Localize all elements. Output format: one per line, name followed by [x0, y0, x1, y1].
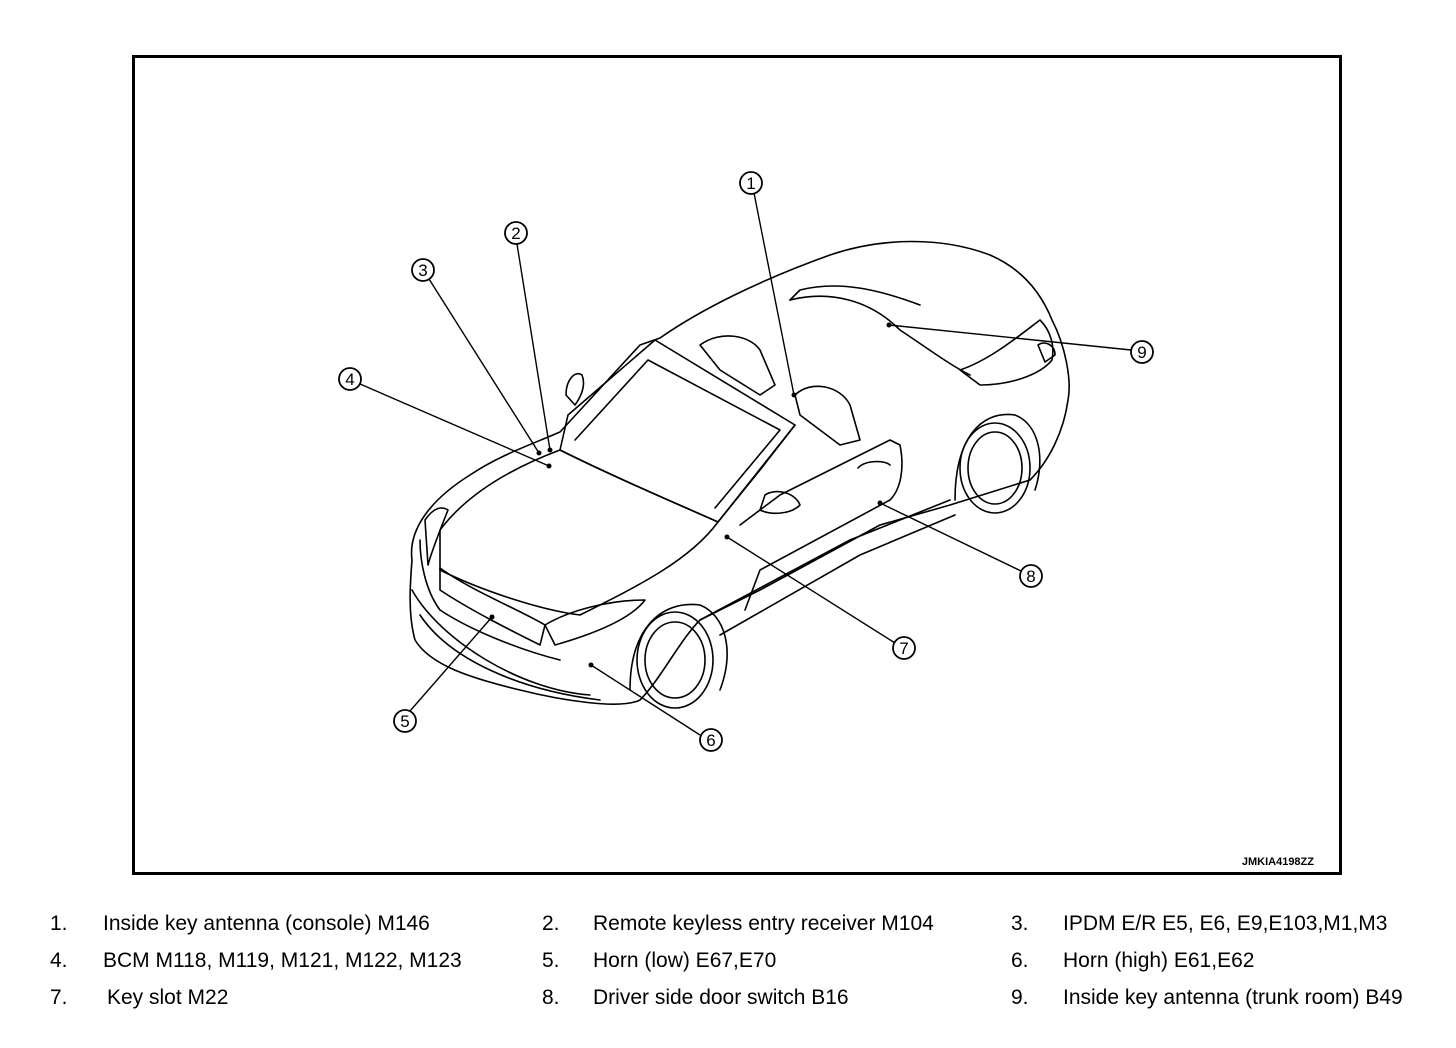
- leader-line-3: [428, 278, 540, 454]
- convertible-car-illustration: [409, 240, 1070, 709]
- leader-line-9: [888, 324, 1132, 351]
- legend-number: 7.: [50, 986, 68, 1009]
- legend-number: 3.: [1011, 912, 1029, 935]
- leader-line-8: [879, 502, 1022, 572]
- callout-6-label: 6: [706, 731, 715, 750]
- legend-text: IPDM E/R E5, E6, E9,E103,M1,M3: [1063, 912, 1388, 935]
- callout-9-label: 9: [1137, 343, 1146, 362]
- legend-number: 9.: [1011, 986, 1029, 1009]
- callout-3-label: 3: [418, 261, 427, 280]
- callout-2: 2: [504, 221, 528, 245]
- legend-text: Remote keyless entry receiver M104: [593, 912, 934, 935]
- leader-line-7: [726, 536, 896, 644]
- figure-code: JMKIA4198ZZ: [1241, 856, 1314, 868]
- legend-text: Horn (low) E67,E70: [593, 949, 777, 972]
- legend: 1. Inside key antenna (console) M146 2. …: [0, 905, 1456, 1048]
- legend-number: 6.: [1011, 949, 1029, 972]
- legend-text: Inside key antenna (console) M146: [103, 912, 430, 935]
- callout-8: 8: [1019, 564, 1043, 588]
- callout-8-label: 8: [1026, 567, 1035, 586]
- leader-lines: [359, 192, 1132, 736]
- figure-frame: [132, 55, 1342, 875]
- callout-4-label: 4: [345, 370, 354, 389]
- callout-1-label: 1: [746, 174, 755, 193]
- leader-line-1: [753, 192, 795, 396]
- callouts: 1 2 3 4 5 6 7 8: [338, 171, 1154, 752]
- leader-line-2: [516, 243, 551, 451]
- callout-1: 1: [739, 171, 763, 195]
- leader-endpoints: [489, 322, 892, 668]
- callout-5: 5: [393, 709, 417, 733]
- callout-9: 9: [1130, 340, 1154, 364]
- callout-2-label: 2: [511, 224, 520, 243]
- leader-line-6: [590, 664, 701, 736]
- legend-number: 8.: [542, 986, 560, 1009]
- callout-3: 3: [411, 258, 435, 282]
- legend-text: BCM M118, M119, M121, M122, M123: [103, 949, 462, 972]
- callout-7: 7: [892, 636, 916, 660]
- legend-number: 1.: [50, 912, 68, 935]
- callout-5-label: 5: [400, 712, 409, 731]
- legend-number: 4.: [50, 949, 68, 972]
- legend-number: 2.: [542, 912, 560, 935]
- callout-4: 4: [338, 367, 362, 391]
- leader-line-5: [409, 616, 493, 712]
- callout-7-label: 7: [899, 639, 908, 658]
- legend-text: Driver side door switch B16: [593, 986, 849, 1009]
- legend-text: Key slot M22: [107, 986, 229, 1009]
- leader-line-4: [359, 383, 550, 467]
- callout-6: 6: [699, 728, 723, 752]
- legend-text: Inside key antenna (trunk room) B49: [1063, 986, 1403, 1009]
- legend-text: Horn (high) E61,E62: [1063, 949, 1255, 972]
- legend-number: 5.: [542, 949, 560, 972]
